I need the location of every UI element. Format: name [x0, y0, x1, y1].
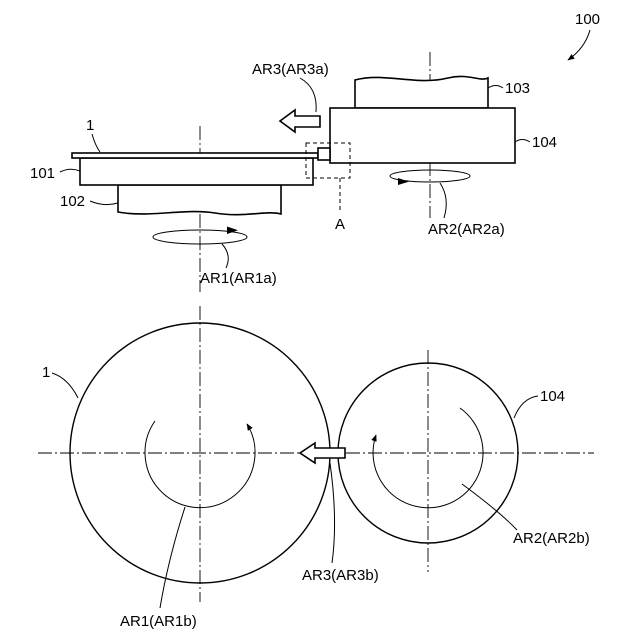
leader-104-side	[515, 140, 530, 143]
leader-ar3b	[330, 463, 335, 563]
leader-ar2a	[440, 183, 446, 218]
figure-number-label: 100	[575, 11, 600, 28]
label-ar3a: AR3(AR3a)	[252, 61, 329, 78]
label-plate-1-side: 1	[86, 117, 94, 134]
feed-ar3a-arrow	[280, 110, 320, 132]
label-ar3b: AR3(AR3b)	[302, 567, 379, 584]
figure-number-arrow	[568, 30, 590, 60]
leader-ar2b	[462, 484, 517, 530]
component-104-tip	[318, 148, 330, 160]
plan-view: 1 104 AR2(AR2b) AR3(AR3b) AR1(AR1b)	[38, 306, 594, 630]
label-101: 101	[30, 165, 55, 182]
leader-102	[90, 201, 118, 205]
component-103-body	[355, 76, 488, 108]
label-plate-1-plan: 1	[42, 364, 50, 381]
side-view: AR3(AR3a) 103 104 1 101 102 A AR2(AR2a) …	[30, 52, 557, 292]
leader-104-plan	[514, 396, 538, 418]
component-101-body	[80, 158, 313, 185]
leader-101	[60, 169, 80, 172]
leader-plate-1-plan	[52, 373, 78, 398]
label-detail-a: A	[335, 216, 345, 233]
component-104-body	[330, 108, 515, 163]
rotation-ar2a-arrowhead	[398, 178, 409, 185]
label-103: 103	[505, 80, 530, 97]
label-102: 102	[60, 193, 85, 210]
plate-1-body	[72, 153, 318, 158]
label-ar2b: AR2(AR2b)	[513, 530, 590, 547]
leader-ar3a	[300, 78, 316, 112]
leader-ar1a	[222, 244, 228, 268]
label-104-plan: 104	[540, 388, 565, 405]
label-ar1a: AR1(AR1a)	[200, 270, 277, 287]
label-ar1b: AR1(AR1b)	[120, 613, 197, 630]
label-104-side: 104	[532, 134, 557, 151]
label-ar2a: AR2(AR2a)	[428, 221, 505, 238]
leader-103	[488, 86, 503, 89]
component-102-body	[118, 185, 281, 215]
leader-ar1b	[160, 507, 185, 608]
leader-plate-1	[92, 134, 100, 152]
